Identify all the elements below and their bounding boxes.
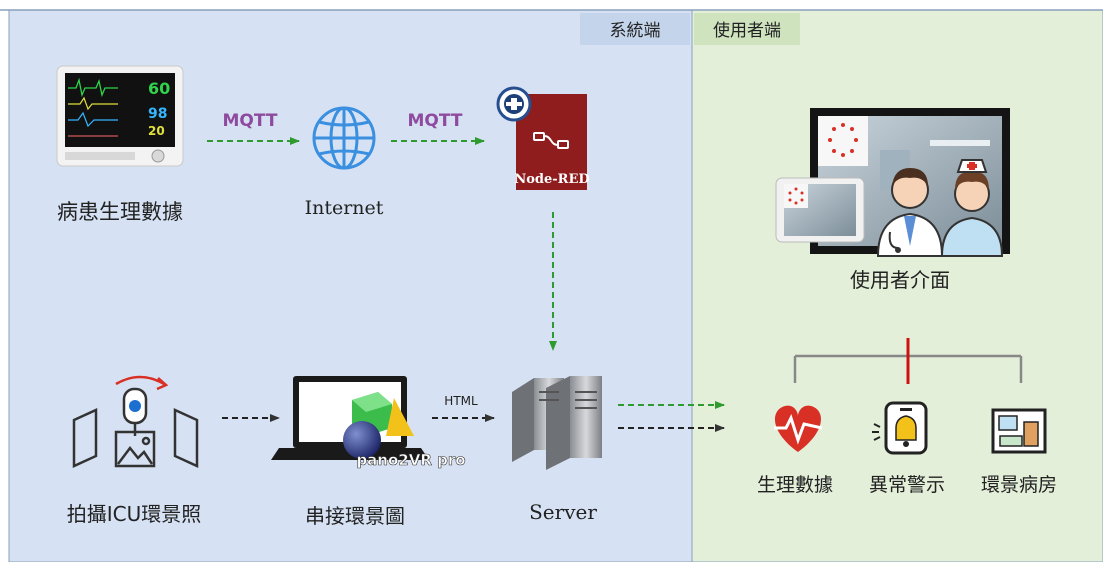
patient-data-label: 病患生理數據	[57, 200, 183, 224]
patient-monitor-icon: 60 98 20	[56, 65, 184, 167]
mqtt-label-2: MQTT	[408, 111, 463, 131]
hr-reading: 60	[148, 79, 170, 98]
doctor-avatar-icon	[876, 168, 944, 257]
room-view-label: 環景病房	[981, 474, 1057, 496]
globe-icon	[312, 106, 376, 170]
tablet-icon	[775, 177, 865, 243]
server-icon	[512, 376, 602, 470]
feature-connector	[793, 338, 1023, 384]
pano2vr-logo-icon	[343, 392, 414, 459]
user-zone	[691, 9, 1103, 562]
user-zone-label: 使用者端	[713, 20, 781, 41]
alert-label: 異常警示	[869, 474, 945, 496]
system-zone-tag: 系統端	[580, 13, 690, 45]
stitch-panorama-label: 串接環景圖	[305, 504, 405, 528]
pano2vr-label: pano2VR pro	[356, 451, 465, 469]
html-label: HTML	[444, 394, 478, 408]
mqtt-label-1: MQTT	[223, 111, 278, 131]
node-red-icon	[496, 86, 587, 190]
node-red-label: Node-RED	[514, 172, 589, 187]
ward-room-icon	[991, 408, 1047, 454]
spo2-reading: 98	[148, 106, 167, 122]
internet-label: Internet	[305, 197, 384, 219]
heart-pulse-icon	[774, 405, 823, 452]
panorama-camera-icon	[72, 375, 199, 468]
user-interface-label: 使用者介面	[850, 268, 950, 292]
vital-data-label: 生理數據	[757, 474, 833, 496]
nurse-avatar-icon	[940, 159, 1004, 257]
capture-panorama-label: 拍攝ICU環景照	[67, 502, 202, 526]
phone-bell-icon	[872, 401, 928, 455]
user-zone-tag: 使用者端	[694, 13, 800, 45]
system-zone-label: 系統端	[610, 21, 661, 41]
server-label: Server	[529, 500, 597, 524]
resp-reading: 20	[148, 124, 165, 138]
